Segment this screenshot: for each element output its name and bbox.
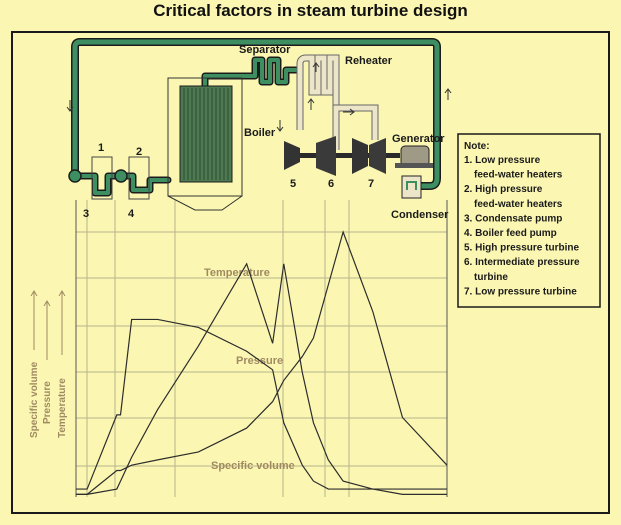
axis-label-temperature: Temperature [57,378,68,438]
flow-arrows [66,62,452,132]
label-condenser: Condenser [391,209,449,221]
high-pressure-heater [128,156,150,200]
number-4: 4 [128,208,135,220]
note-item: 1. Low pressure [464,155,541,166]
note-item: feed-water heaters [474,199,563,210]
condensate-pump-icon [68,169,82,183]
axis-label-pressure: Pressure [42,381,53,424]
number-3: 3 [83,208,89,220]
low-pressure-turbine-icon [352,138,386,174]
note-heading: Note: [464,141,490,152]
turbine-shaft [288,153,400,158]
boiler-feed-pump-icon [114,169,128,183]
note-box: Note: 1. Low pressure feed-water heaters 2… [457,133,601,308]
number-1: 1 [98,142,104,154]
axis-arrows [30,290,66,360]
page-title: Critical factors in steam turbine design [153,1,468,20]
series-line-specific-volume [76,230,448,495]
note-item: turbine [474,272,508,283]
steam-pipe-loop [71,38,441,197]
chart-grid [75,200,448,497]
note-item: 3. Condensate pump [464,213,562,224]
boiler-icon [167,77,243,211]
curve-label-specific-volume: Specific volume [211,460,295,472]
chart-curves [76,230,448,495]
note-item: 4. Boiler feed pump [464,228,557,239]
note-item: 7. Low pressure turbine [464,286,577,297]
note-item: feed-water heaters [474,170,563,181]
number-6: 6 [328,178,334,190]
outer-frame [11,31,610,514]
note-item: 2. High pressure [464,184,543,195]
axis-label-specific-volume: Specific volume [29,361,40,438]
generator-icon [395,145,433,168]
note-item: 5. High pressure turbine [464,243,579,254]
number-2: 2 [136,146,142,158]
intermediate-pressure-turbine-icon [316,136,336,176]
series-line-pressure [76,318,447,490]
label-separator: Separator [239,44,291,56]
series-line-temperature [76,262,447,495]
label-boiler: Boiler [244,127,276,139]
high-pressure-turbine-icon [284,141,300,170]
curve-label-temperature: Temperature [204,267,270,279]
label-reheater: Reheater [345,55,393,67]
number-7: 7 [368,178,374,190]
reheater-pipes [296,54,379,150]
label-generator: Generator [392,133,445,145]
number-5: 5 [290,178,296,190]
low-pressure-heater [91,156,113,200]
note-item: 6. Intermediate pressure [464,257,580,268]
condenser-icon [401,175,422,199]
